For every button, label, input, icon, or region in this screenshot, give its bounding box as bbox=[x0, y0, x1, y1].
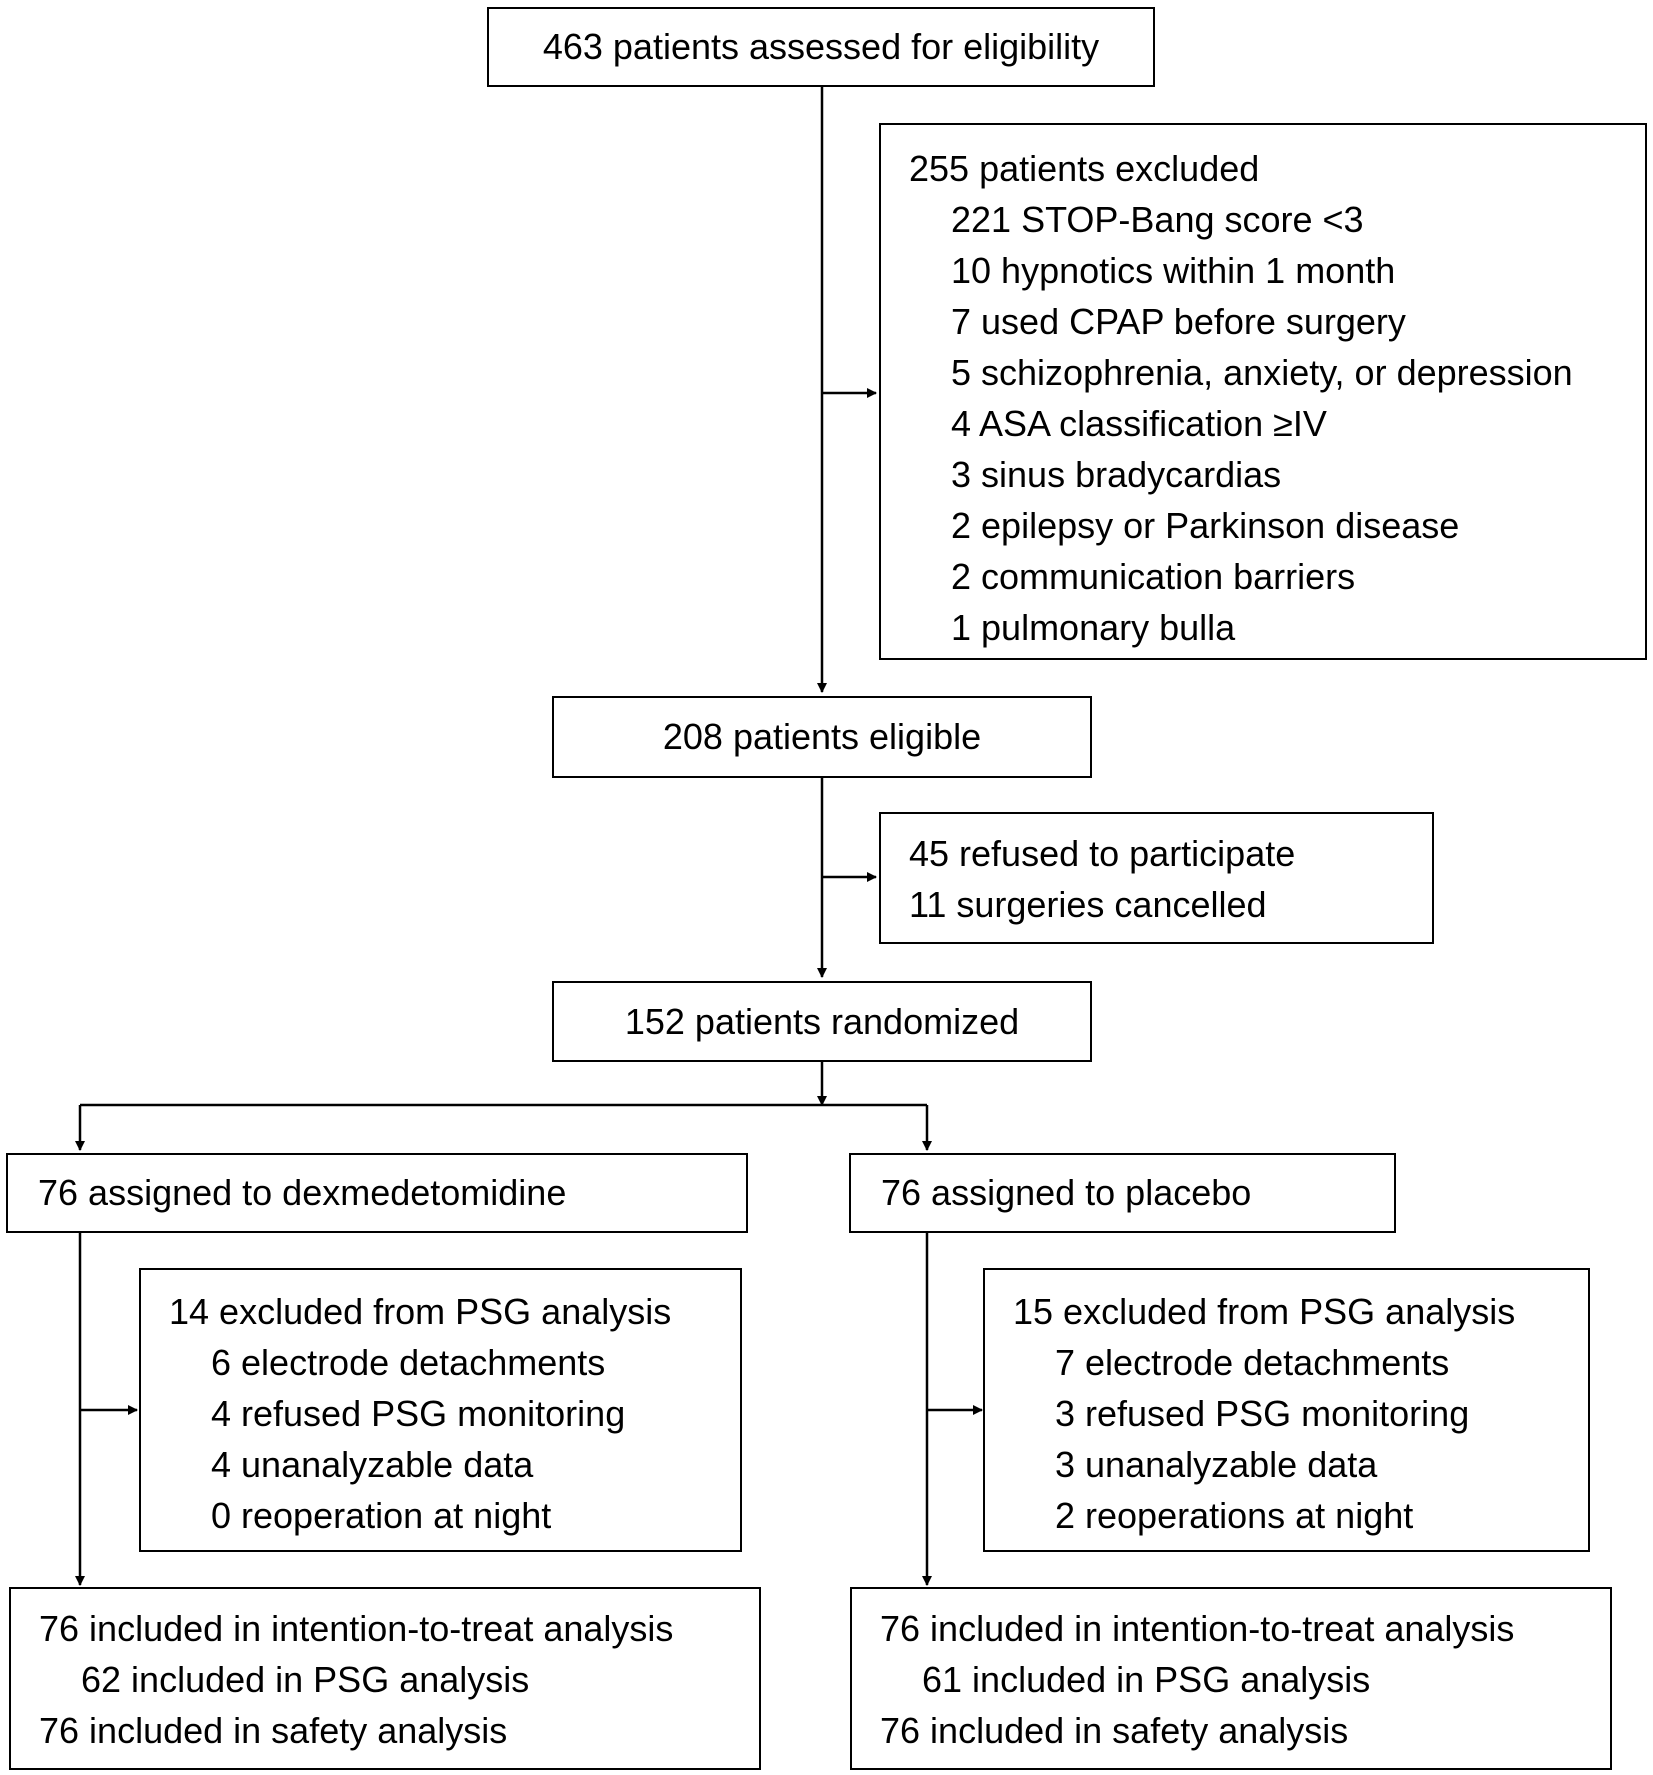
dex-safety: 76 included in safety analysis bbox=[39, 1710, 508, 1751]
assessed-label: 463 patients assessed for eligibility bbox=[542, 26, 1100, 67]
dex-assigned-label: 76 assigned to dexmedetomidine bbox=[38, 1172, 567, 1213]
randomized-label: 152 patients randomized bbox=[624, 1001, 1020, 1042]
placebo-assigned-box: 76 assigned to placebo bbox=[849, 1153, 1396, 1233]
refused-box: 45 refused to participate 11 surgeries c… bbox=[879, 812, 1434, 944]
refused-item: 45 refused to participate bbox=[909, 833, 1296, 874]
excluded-item: 2 epilepsy or Parkinson disease bbox=[951, 505, 1460, 546]
excluded-header: 255 patients excluded bbox=[909, 148, 1260, 189]
dex-excluded-item: 4 unanalyzable data bbox=[211, 1444, 534, 1485]
placebo-assigned-label: 76 assigned to placebo bbox=[881, 1172, 1252, 1213]
placebo-excluded-item: 7 electrode detachments bbox=[1055, 1342, 1450, 1383]
dex-itt: 76 included in intention-to-treat analys… bbox=[39, 1608, 674, 1649]
placebo-excluded-item: 3 unanalyzable data bbox=[1055, 1444, 1378, 1485]
dex-excluded-box: 14 excluded from PSG analysis 6 electrod… bbox=[139, 1268, 742, 1552]
eligible-label: 208 patients eligible bbox=[662, 716, 982, 757]
assessed-box: 463 patients assessed for eligibility bbox=[487, 7, 1155, 87]
randomized-box: 152 patients randomized bbox=[552, 981, 1092, 1062]
placebo-analysis-box: 76 included in intention-to-treat analys… bbox=[850, 1587, 1612, 1770]
excluded-item: 5 schizophrenia, anxiety, or depression bbox=[951, 352, 1573, 393]
placebo-excluded-box: 15 excluded from PSG analysis 7 electrod… bbox=[983, 1268, 1590, 1552]
dex-assigned-box: 76 assigned to dexmedetomidine bbox=[6, 1153, 748, 1233]
refused-item: 11 surgeries cancelled bbox=[909, 884, 1267, 925]
dex-excluded-header: 14 excluded from PSG analysis bbox=[169, 1291, 672, 1332]
excluded-item: 4 ASA classification ≥IV bbox=[951, 403, 1327, 444]
excluded-box: 255 patients excluded 221 STOP-Bang scor… bbox=[879, 123, 1647, 660]
placebo-itt: 76 included in intention-to-treat analys… bbox=[880, 1608, 1515, 1649]
dex-excluded-item: 0 reoperation at night bbox=[211, 1495, 552, 1536]
excluded-item: 7 used CPAP before surgery bbox=[951, 301, 1406, 342]
placebo-psg: 61 included in PSG analysis bbox=[922, 1659, 1371, 1700]
dex-excluded-item: 4 refused PSG monitoring bbox=[211, 1393, 626, 1434]
excluded-item: 3 sinus bradycardias bbox=[951, 454, 1282, 495]
excluded-item: 10 hypnotics within 1 month bbox=[951, 250, 1396, 291]
dex-excluded-item: 6 electrode detachments bbox=[211, 1342, 606, 1383]
placebo-excluded-item: 3 refused PSG monitoring bbox=[1055, 1393, 1470, 1434]
dex-psg: 62 included in PSG analysis bbox=[81, 1659, 530, 1700]
eligible-box: 208 patients eligible bbox=[552, 696, 1092, 778]
placebo-safety: 76 included in safety analysis bbox=[880, 1710, 1349, 1751]
excluded-item: 1 pulmonary bulla bbox=[951, 607, 1236, 648]
dex-analysis-box: 76 included in intention-to-treat analys… bbox=[9, 1587, 761, 1770]
excluded-item: 2 communication barriers bbox=[951, 556, 1356, 597]
excluded-item: 221 STOP-Bang score <3 bbox=[951, 199, 1364, 240]
placebo-excluded-header: 15 excluded from PSG analysis bbox=[1013, 1291, 1516, 1332]
placebo-excluded-item: 2 reoperations at night bbox=[1055, 1495, 1414, 1536]
